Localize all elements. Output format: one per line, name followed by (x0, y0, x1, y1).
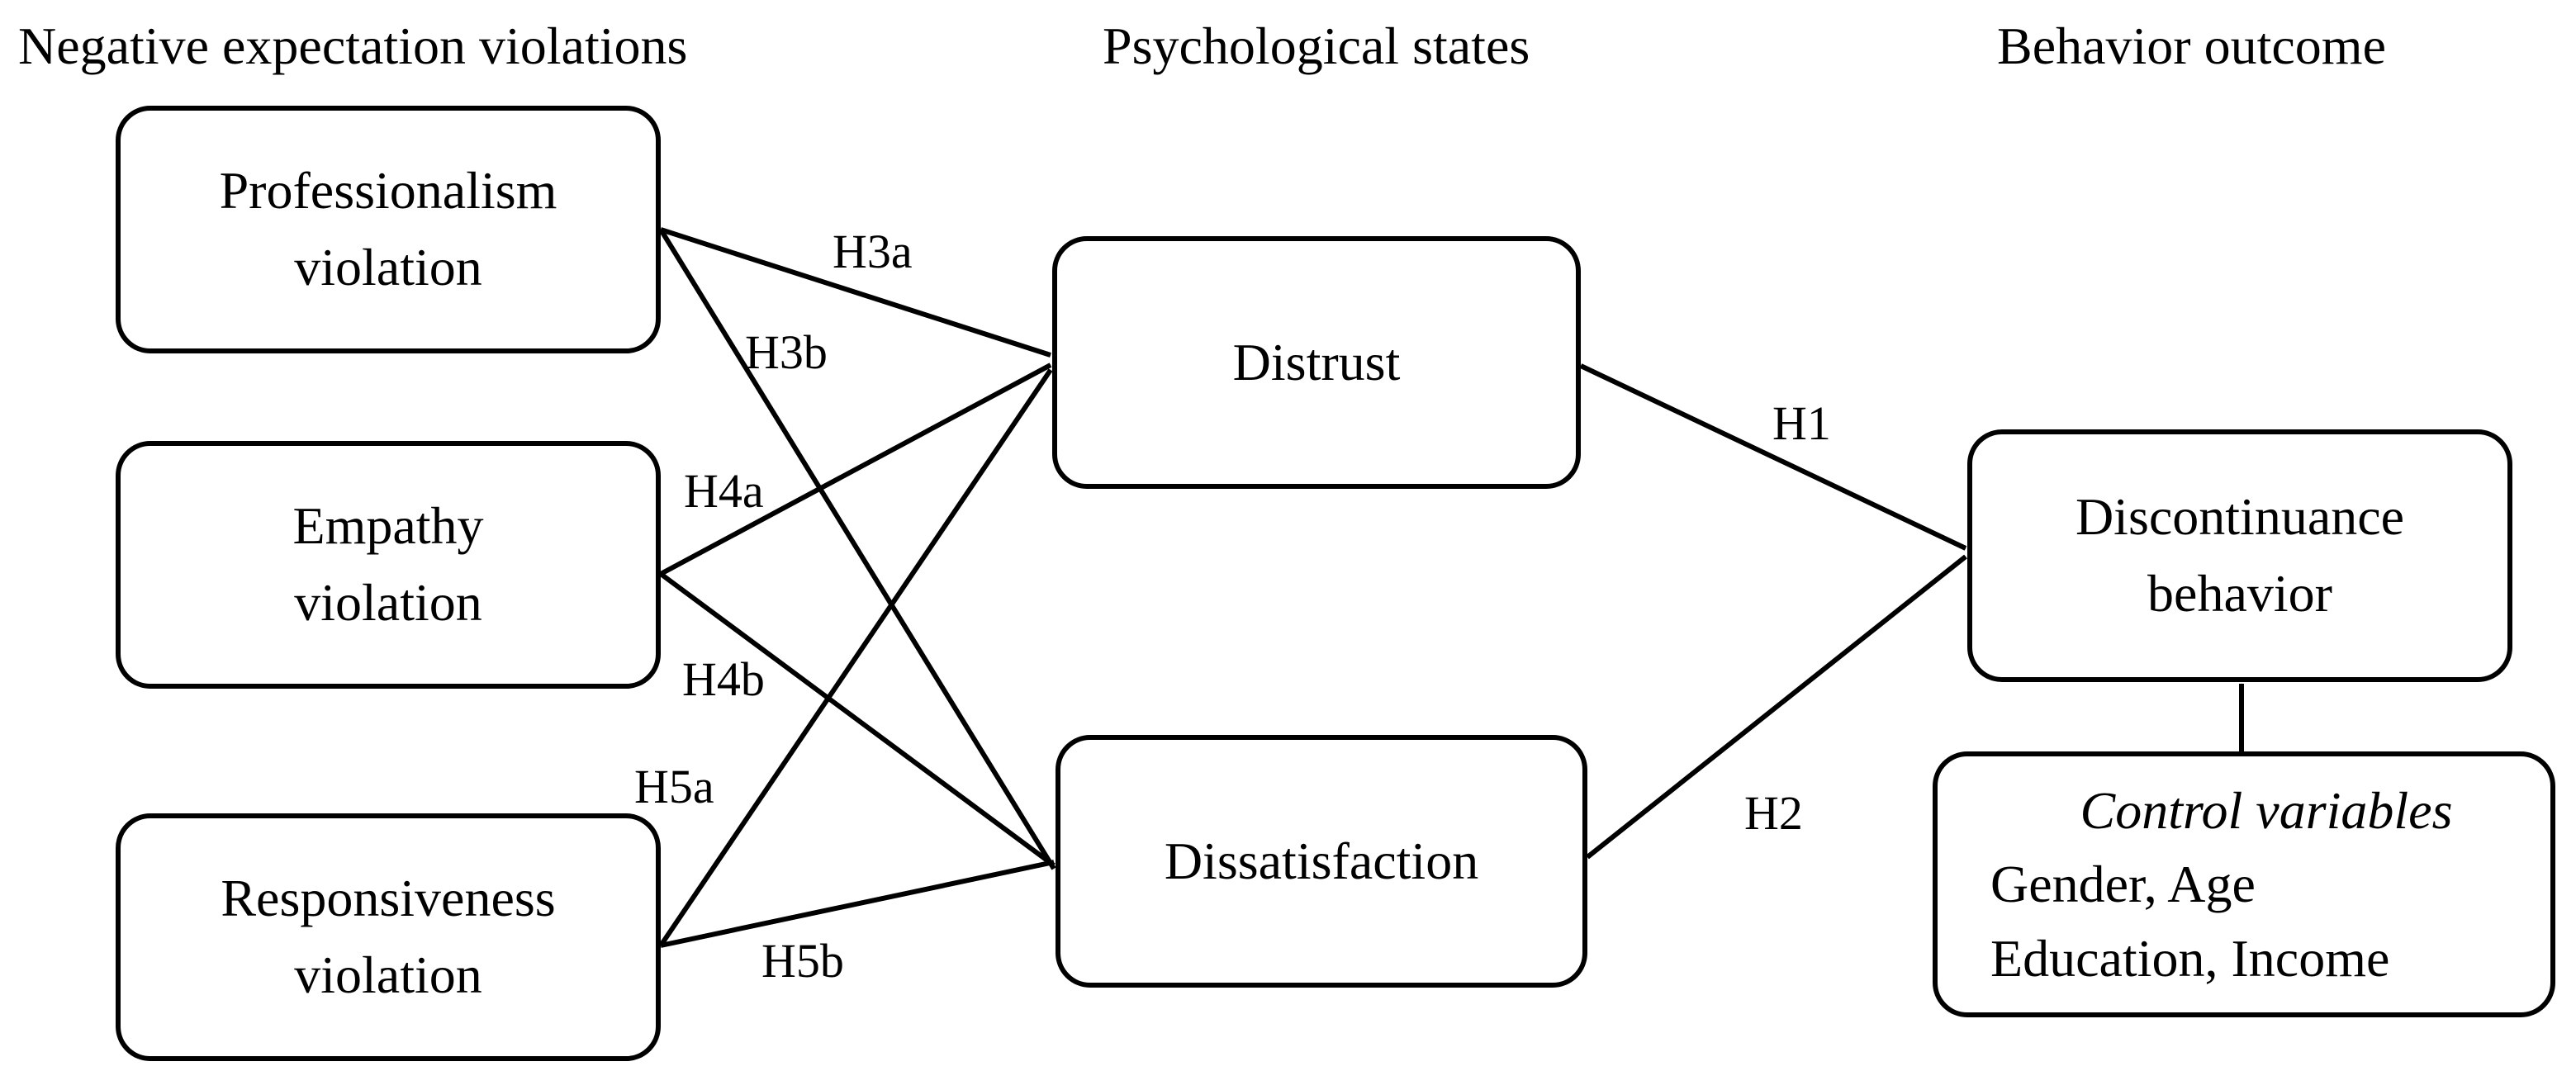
box-line: Professionalism (219, 161, 557, 220)
arrow-h3b (658, 228, 1056, 870)
header-behavior-outcome: Behavior outcome (1997, 17, 2386, 75)
box-line: Discontinuance (2075, 487, 2405, 547)
box-line: violation (294, 573, 482, 632)
box-line: behavior (2147, 564, 2332, 623)
control-variables-line: Gender, Age (1990, 855, 2256, 914)
control-variables-title: Control variables (2080, 780, 2453, 840)
arrow-h1 (1579, 363, 1967, 551)
box-line: violation (294, 945, 482, 1004)
box-line: Empathy (292, 496, 484, 556)
distrust-box: Distrust (1052, 236, 1581, 489)
control-variables-line: Education, Income (1990, 928, 2390, 988)
arrow-h5a (658, 368, 1053, 947)
arrow-h2 (1586, 554, 1967, 860)
label-h2: H2 (1744, 786, 1803, 840)
box-line: Dissatisfaction (1164, 831, 1479, 890)
arrow-h3a (660, 227, 1051, 358)
label-h4b: H4b (682, 652, 765, 706)
arrow-h4b (659, 571, 1056, 868)
professionalism-violation-box: Professionalism violation (116, 106, 661, 353)
label-h3a: H3a (833, 225, 913, 278)
dissatisfaction-box: Dissatisfaction (1056, 735, 1587, 988)
header-psychological-states: Psychological states (1103, 17, 1530, 75)
label-h4a: H4a (684, 464, 764, 518)
discontinuance-behavior-box: Discontinuance behavior (1967, 429, 2512, 682)
box-line: Distrust (1232, 332, 1401, 391)
label-h3b: H3b (745, 325, 828, 379)
label-h5b: H5b (761, 934, 844, 988)
header-negative-expectation-violations: Negative expectation violations (18, 17, 688, 75)
responsiveness-violation-box: Responsiveness violation (116, 813, 661, 1061)
box-line: Responsiveness (221, 869, 556, 928)
label-h1: H1 (1772, 396, 1831, 450)
arrow-h4a (659, 363, 1052, 576)
empathy-violation-box: Empathy violation (116, 441, 661, 689)
box-line: violation (294, 238, 482, 296)
arrow-h5b (660, 860, 1055, 948)
control-variables-box: Control variables Gender, Age Education,… (1933, 751, 2555, 1017)
label-h5a: H5a (634, 760, 714, 813)
